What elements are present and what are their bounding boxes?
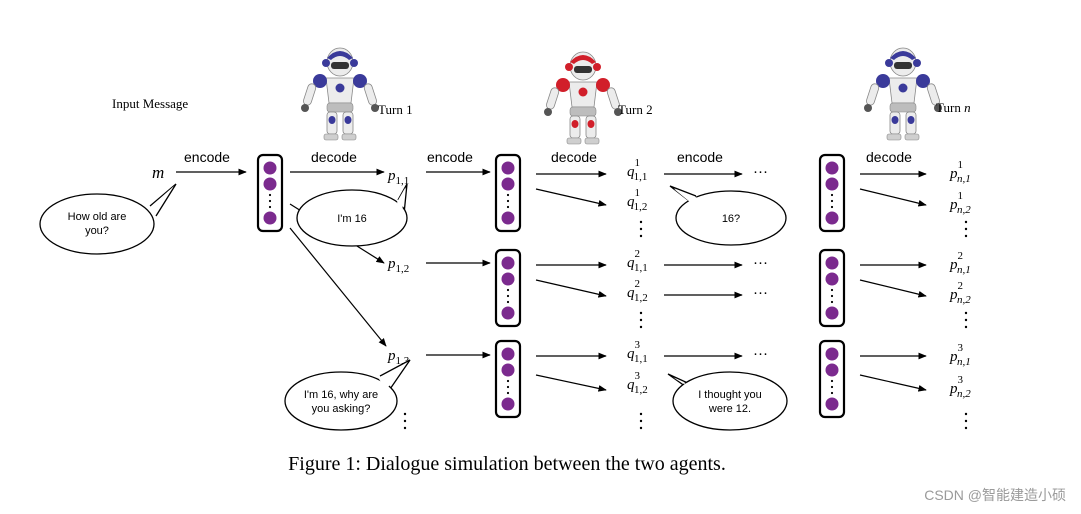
hidden-unit-node xyxy=(825,161,839,175)
encoder-box-p13 xyxy=(494,339,522,419)
bubble-16q-line1: 16? xyxy=(722,213,740,225)
arrow-decn-to-pn1-2 xyxy=(859,188,927,207)
hidden-unit-node xyxy=(825,256,839,270)
bubble-im16-line1: I'm 16 xyxy=(337,213,367,225)
input-symbol-m: m xyxy=(152,163,164,182)
robot-turnn-icon xyxy=(864,47,942,141)
edge-label-encode-2: encode xyxy=(427,149,473,165)
edge-label-decode-2: decode xyxy=(551,149,597,165)
hidden-unit-node xyxy=(825,363,839,377)
encoder-box-turn-n-3 xyxy=(818,339,846,419)
vdots-pn-col-1 xyxy=(964,220,968,238)
input-message-label: Input Message xyxy=(112,96,188,111)
edge-label-decode-3: decode xyxy=(866,149,912,165)
edge-label-encode-1: encode xyxy=(184,149,230,165)
watermark: CSDN @智能建造小硕 xyxy=(924,487,1066,503)
hidden-unit-node xyxy=(825,306,839,320)
ellipsis-row2: ··· xyxy=(753,256,768,272)
encoder-box-m xyxy=(256,153,284,233)
hidden-unit-node xyxy=(501,161,515,175)
arrow-decn-to-pn2-2 xyxy=(859,279,927,298)
hidden-unit-node xyxy=(501,272,515,286)
robot-turn2-icon xyxy=(544,51,622,145)
hidden-unit-node xyxy=(501,211,515,225)
ellipsis-row3: ··· xyxy=(753,286,768,302)
hidden-unit-node xyxy=(501,256,515,270)
horizontal-ellipses: ··· ··· ··· ··· xyxy=(753,165,768,363)
bubble-how-old-line2: you? xyxy=(85,225,109,237)
encoder-box-turn-n-1 xyxy=(818,153,846,233)
encoder-boxes xyxy=(256,153,846,419)
ellipsis-row4: ··· xyxy=(753,347,768,363)
hidden-unit-node xyxy=(825,272,839,286)
figure-caption: Figure 1: Dialogue simulation between th… xyxy=(288,453,726,475)
vertical-ellipses xyxy=(403,220,968,430)
bubble-im16why-line1: I'm 16, why are xyxy=(304,389,378,401)
turn-1-label: Turn 1 xyxy=(378,102,413,117)
hidden-unit-node xyxy=(501,397,515,411)
bubble-how-old: How old are you? xyxy=(39,183,177,255)
bubble-thought12-line2: were 12. xyxy=(708,403,751,415)
bubble-thought12-line1: I thought you xyxy=(698,389,762,401)
bubble-im16why: I'm 16, why are you asking? xyxy=(284,359,411,431)
vdots-pn-col-2 xyxy=(964,311,968,329)
vdots-p-col xyxy=(403,412,407,430)
hidden-unit-node xyxy=(825,397,839,411)
arrow-dec-to-q3-12 xyxy=(535,374,607,392)
hidden-unit-node xyxy=(501,177,515,191)
arrow-decn-to-pn3-2 xyxy=(859,374,927,392)
hidden-unit-node xyxy=(263,161,277,175)
node-p12: p1,2 xyxy=(387,256,409,275)
vdots-q-col-1 xyxy=(639,220,643,238)
bubble-im16: I'm 16 xyxy=(296,183,408,247)
arrow-dec-to-q2-12 xyxy=(535,279,607,298)
hidden-unit-node xyxy=(825,347,839,361)
vdots-pn-col-3 xyxy=(964,412,968,430)
hidden-unit-node xyxy=(501,306,515,320)
vdots-q-col-2 xyxy=(639,311,643,329)
hidden-unit-node xyxy=(263,177,277,191)
hidden-unit-node xyxy=(501,347,515,361)
vdots-q-col-3 xyxy=(639,412,643,430)
turn-n-label: Turn n xyxy=(936,100,971,115)
robot-turn1-icon xyxy=(301,47,379,141)
hidden-unit-node xyxy=(825,177,839,191)
encoder-box-p12 xyxy=(494,248,522,328)
arrow-encoder-to-p13 xyxy=(289,227,387,347)
encoder-box-turn-n-2 xyxy=(818,248,846,328)
arrow-dec-to-q1-12 xyxy=(535,188,607,207)
bubble-im16why-line2: you asking? xyxy=(312,403,371,415)
arrows xyxy=(176,168,927,392)
turn-2-label: Turn 2 xyxy=(618,102,653,117)
hidden-unit-node xyxy=(825,211,839,225)
bubble-how-old-line1: How old are xyxy=(68,211,127,223)
edge-label-encode-3: encode xyxy=(677,149,723,165)
encoder-box-p11 xyxy=(494,153,522,233)
bubble-16q: 16? xyxy=(669,185,787,246)
ellipsis-row1: ··· xyxy=(753,165,768,181)
bubble-thought12: I thought you were 12. xyxy=(667,371,788,431)
hidden-unit-node xyxy=(501,363,515,377)
hidden-unit-node xyxy=(263,211,277,225)
node-p11: p1,1 xyxy=(387,168,409,187)
edge-label-decode-1: decode xyxy=(311,149,357,165)
